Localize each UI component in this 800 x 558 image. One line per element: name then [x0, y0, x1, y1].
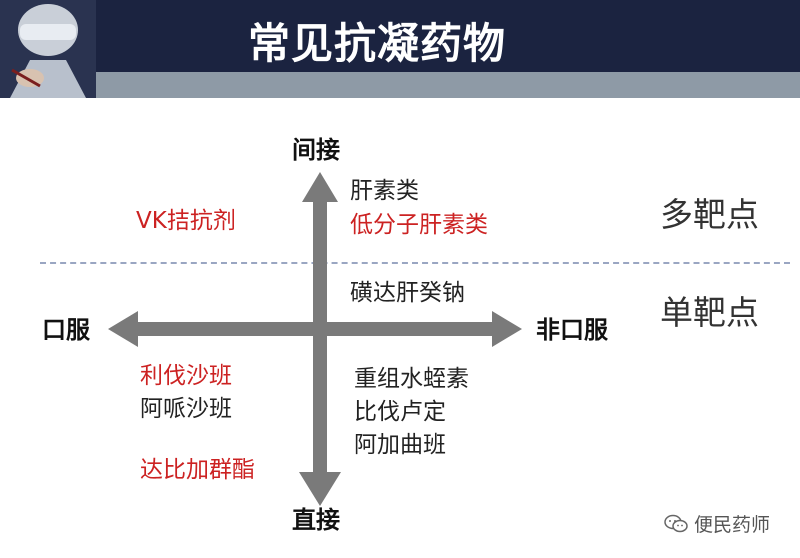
axis-label-right: 非口服: [536, 316, 608, 344]
header-photo: [0, 0, 96, 98]
vertical-axis-arrow: [299, 172, 341, 506]
target-single: 单靶点: [660, 293, 759, 332]
drug-hirudin: 重组水蛭素: [354, 366, 469, 392]
drug-argatroban: 阿加曲班: [354, 432, 446, 458]
drug-vk-antagonist: VK拮抗剂: [136, 208, 236, 234]
watermark: 便民药师: [664, 510, 770, 537]
drug-dabigatran: 达比加群酯: [140, 457, 255, 483]
target-multi: 多靶点: [660, 195, 759, 234]
wechat-icon: [664, 514, 688, 532]
watermark-text: 便民药师: [694, 514, 771, 536]
axis-label-bottom: 直接: [292, 506, 340, 534]
target-divider: [40, 262, 790, 264]
drug-fondaparinux: 磺达肝癸钠: [350, 280, 465, 306]
axis-label-top: 间接: [292, 136, 340, 164]
header-stripe: [0, 72, 800, 98]
drug-apixaban: 阿哌沙班: [140, 396, 232, 422]
page-title: 常见抗凝药物: [248, 19, 507, 68]
drug-heparin: 肝素类: [350, 178, 419, 204]
drug-lmwh: 低分子肝素类: [350, 212, 488, 238]
drug-rivaroxaban: 利伐沙班: [140, 363, 232, 389]
horizontal-axis-arrow: [108, 311, 522, 347]
header-bar: [0, 0, 800, 72]
axis-label-left: 口服: [42, 316, 90, 344]
drug-bivalirudin: 比伐卢定: [354, 399, 446, 425]
